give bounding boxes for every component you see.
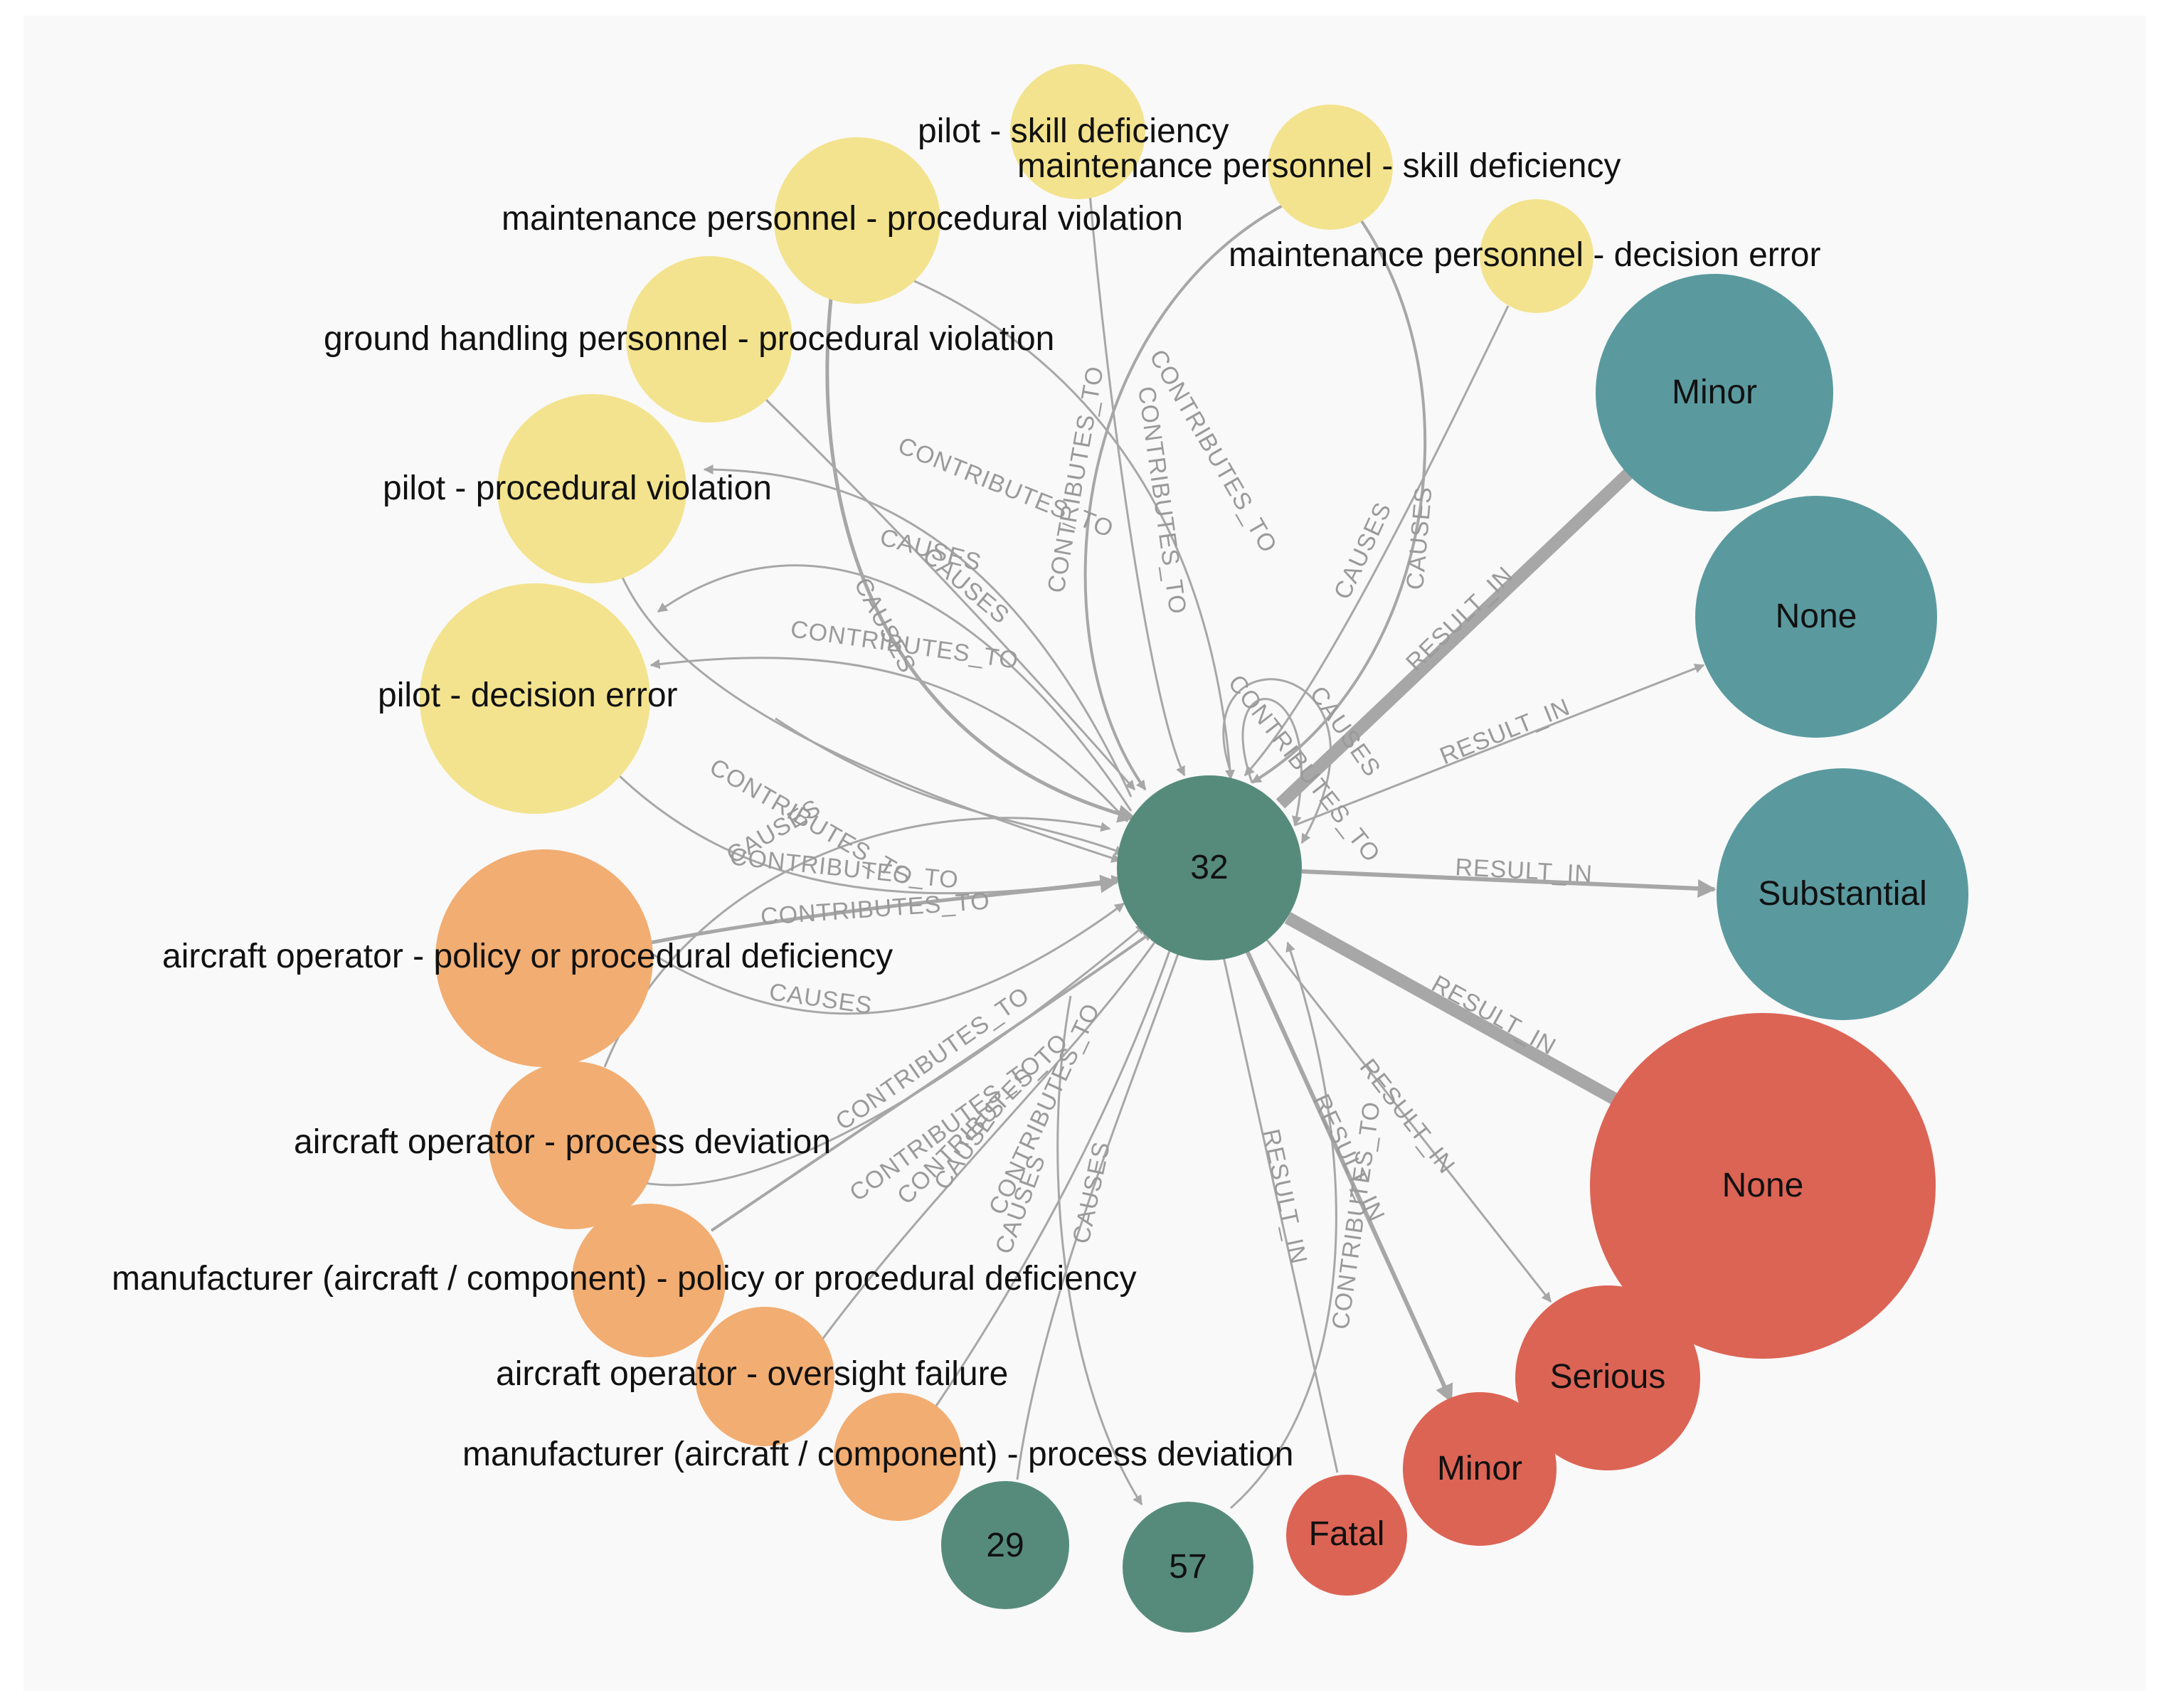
node-label-injury-fatal: Fatal [1309,1515,1385,1553]
edge-label: CAUSES [1068,1139,1115,1246]
edge-result-dmg-minor [1276,468,1634,809]
edge-label: CONTRIBUTES_TO [760,888,991,930]
node-label-op-policy: aircraft operator - policy or procedural… [162,938,893,975]
node-damage-none[interactable] [1695,496,1937,738]
edge-32-57-causes [1056,995,1143,1506]
node-label-op-oversight: aircraft operator - oversight failure [496,1355,1008,1393]
edge-layer [603,177,1717,1510]
node-maint-procedural[interactable] [774,137,940,304]
edge-32-pilot-decision-causes [657,564,1133,812]
node-damage-substantial[interactable] [1717,768,1968,1020]
node-damage-minor[interactable] [1596,274,1833,511]
node-label-injury-minor: Minor [1437,1450,1522,1487]
node-label-maint-procedural: maintenance personnel - procedural viola… [502,200,1183,238]
node-maint-decision[interactable] [1480,199,1593,313]
node-label-pilot-procedural: pilot - procedural violation [383,470,772,507]
edge-label: RESULT_IN [1436,694,1574,770]
node-injury-fatal[interactable] [1286,1475,1407,1596]
node-injury-serious[interactable] [1515,1285,1700,1470]
edge-op-policy-causes [650,902,1125,1015]
edge-label: CAUSES [1401,485,1438,591]
node-label-injury-none: None [1722,1167,1804,1204]
node-mfr-process[interactable] [834,1393,962,1521]
edge-label: RESULT_IN [1427,970,1561,1061]
node-label-op-process: aircraft operator - process deviation [294,1123,831,1161]
node-label-damage-minor: Minor [1672,373,1757,411]
node-pilot-procedural[interactable] [497,394,686,583]
edge-label: RESULT_IN [1455,854,1593,888]
node-maint-skill[interactable] [1268,105,1393,230]
edge-self-loop-causes [1241,698,1303,827]
node-label-event-32: 32 [1190,849,1228,886]
node-op-oversight[interactable] [695,1307,834,1446]
node-layer [420,64,1968,1633]
edge-57-contributes [1230,941,1337,1510]
node-label-mfr-process: manufacturer (aircraft / component) - pr… [462,1436,1294,1473]
edge-mfr-policy-contributes [710,930,1154,1232]
node-label-mfr-policy: manufacturer (aircraft / component) - po… [112,1260,1137,1298]
node-label-pilot-decision: pilot - decision error [378,677,678,714]
edge-ground-procedural-causes [763,397,1136,791]
node-label-damage-none: None [1776,598,1857,635]
node-pilot-decision[interactable] [420,583,650,814]
node-label-pilot-skill: pilot - skill deficiency [918,112,1229,150]
edge-skill-straight [775,717,1125,856]
edge-32-pilot-decision-contributes [649,657,1129,823]
edge-maint-skill-contributes [1083,201,1288,791]
edge-result-dmg-substantial [1301,869,1717,898]
node-event-29[interactable] [941,1481,1069,1609]
edge-op-policy-contributes [650,874,1119,945]
edge-op-oversight-contributes [799,934,1161,1370]
node-op-policy[interactable] [435,849,653,1067]
node-label-injury-serious: Serious [1550,1358,1666,1396]
node-label-damage-substantial: Substantial [1758,875,1927,913]
node-ground-procedural[interactable] [626,256,792,423]
node-label-maint-decision: maintenance personnel - decision error [1229,236,1820,274]
node-injury-minor[interactable] [1403,1392,1557,1546]
edge-maint-decision-causes [1243,305,1510,777]
edge-self-loop-contributes [1222,678,1332,844]
edge-32-pilot-procedural [703,465,1133,797]
node-label-ground-procedural: ground handling personnel - procedural v… [324,320,1054,358]
node-label-layer: pilot - skill deficiency maintenance per… [112,112,1927,1586]
node-label-maint-skill: maintenance personnel - skill deficiency [1017,147,1621,185]
node-mfr-policy[interactable] [572,1204,726,1357]
edge-result-inj-fatal [1222,956,1339,1473]
node-label-event-29: 29 [986,1527,1024,1564]
edge-maint-procedural-curve [889,269,1236,780]
edge-maint-skill-causes [1251,216,1427,784]
edge-result-dmg-none [1294,664,1705,827]
edge-label: RESULT_IN [1257,1127,1312,1267]
edge-mfr-process-causes [923,938,1176,1423]
node-op-process[interactable] [489,1061,657,1229]
node-injury-none[interactable] [1590,1013,1936,1359]
node-pilot-skill[interactable] [1010,64,1145,199]
edge-pilot-skill-contributes [1087,177,1186,777]
node-label-event-57: 57 [1169,1548,1207,1586]
edge-maint-procedural-contributes [825,298,1137,823]
node-event-57[interactable] [1123,1502,1253,1633]
edge-result-inj-none [1284,912,1618,1105]
edge-label: CONTRIBUTES_TO [1042,364,1109,595]
edge-29-contributes [1016,945,1183,1480]
edge-result-inj-minor [1243,945,1453,1404]
edge-result-inj-serious [1265,938,1552,1303]
node-event-32[interactable] [1117,775,1302,960]
